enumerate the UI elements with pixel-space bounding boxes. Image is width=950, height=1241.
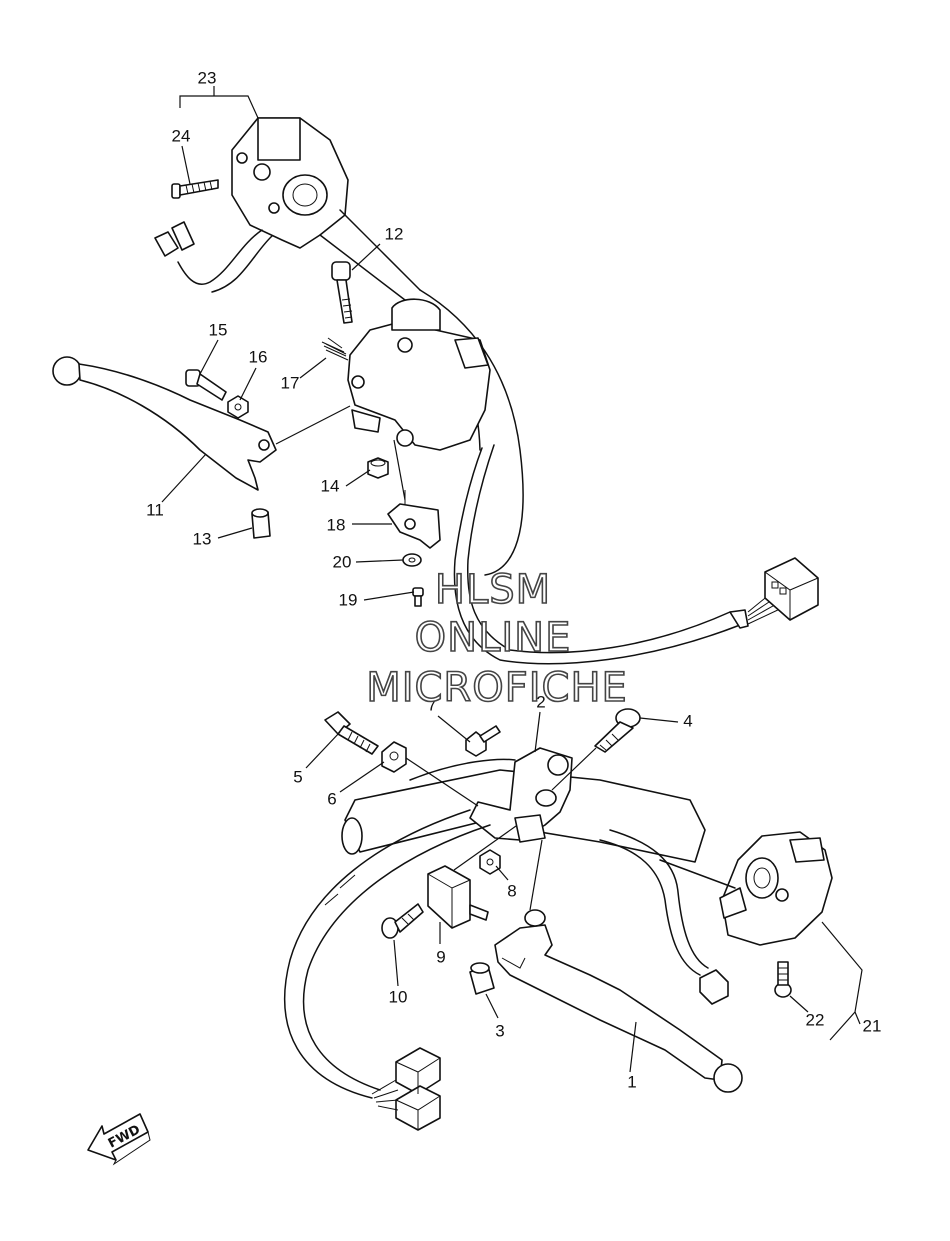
brake-switch-9[interactable] [427, 865, 489, 929]
callout-15: 15 [209, 320, 228, 339]
callout-23: 23 [198, 68, 217, 87]
washer-20[interactable] [402, 553, 422, 567]
callout-14: 14 [321, 476, 340, 495]
callout-18: 18 [327, 515, 346, 534]
screw-22[interactable] [774, 961, 792, 998]
nut-6[interactable] [381, 741, 407, 773]
screw-19[interactable] [412, 587, 424, 607]
callout-4: 4 [683, 711, 692, 730]
screw-24[interactable] [171, 179, 219, 199]
callout-22: 22 [806, 1010, 825, 1029]
nut-16[interactable] [227, 395, 249, 419]
callout-13: 13 [193, 529, 212, 548]
right-switch-wire [599, 829, 736, 1005]
collar-3[interactable] [469, 962, 495, 995]
callout-16: 16 [249, 347, 268, 366]
callout-19: 19 [339, 590, 358, 609]
callout-labels: 1 2 3 4 5 6 7 8 9 10 11 12 13 14 15 16 1… [146, 68, 881, 1091]
callout-24: 24 [172, 126, 191, 145]
callout-12: 12 [385, 224, 404, 243]
fwd-arrow-icon: FWD [87, 1113, 151, 1166]
callout-8: 8 [507, 881, 516, 900]
callout-11: 11 [146, 500, 164, 519]
main-harness-wire [453, 444, 783, 665]
upper-connector[interactable] [764, 557, 819, 621]
bolt-15[interactable] [185, 369, 227, 401]
switch-18[interactable] [387, 490, 441, 549]
screw-10[interactable] [381, 903, 424, 939]
watermark-line-3: MICROFICHE [366, 665, 628, 711]
callout-6: 6 [327, 789, 336, 808]
callout-1: 1 [627, 1072, 636, 1091]
callout-3: 3 [495, 1021, 504, 1040]
callout-2: 2 [536, 692, 545, 711]
brake-lever-1[interactable] [494, 909, 743, 1093]
clutch-lever-holder[interactable] [347, 298, 491, 451]
callout-20: 20 [333, 552, 352, 571]
watermark: HLSM ONLINE MICROFICHE [365, 566, 628, 712]
nut-8[interactable] [479, 849, 501, 875]
callout-9: 9 [436, 947, 445, 966]
watermark-line-2: ONLINE [415, 615, 572, 661]
left-switch-wire [154, 221, 273, 293]
bolt-7[interactable] [465, 725, 501, 757]
clutch-lever-11[interactable] [52, 356, 277, 491]
right-switch-housing[interactable] [719, 831, 833, 946]
bolt-5[interactable] [324, 711, 379, 755]
master-cylinder-2[interactable] [469, 747, 573, 843]
callout-21: 21 [863, 1016, 882, 1035]
lower-harness-wire [283, 809, 491, 1099]
lower-connector[interactable] [371, 1047, 441, 1131]
callout-5: 5 [293, 767, 302, 786]
callout-17: 17 [281, 373, 300, 392]
bolt-4[interactable] [594, 708, 641, 753]
spring-17[interactable] [321, 337, 349, 361]
watermark-line-1: HLSM [435, 567, 551, 613]
callout-10: 10 [389, 987, 408, 1006]
bolt-12[interactable] [331, 261, 353, 324]
nut-14[interactable] [367, 457, 389, 479]
callout-7: 7 [427, 695, 436, 714]
leader-lines [161, 86, 863, 1073]
left-switch-housing[interactable] [231, 117, 349, 249]
collar-13[interactable] [251, 508, 271, 539]
